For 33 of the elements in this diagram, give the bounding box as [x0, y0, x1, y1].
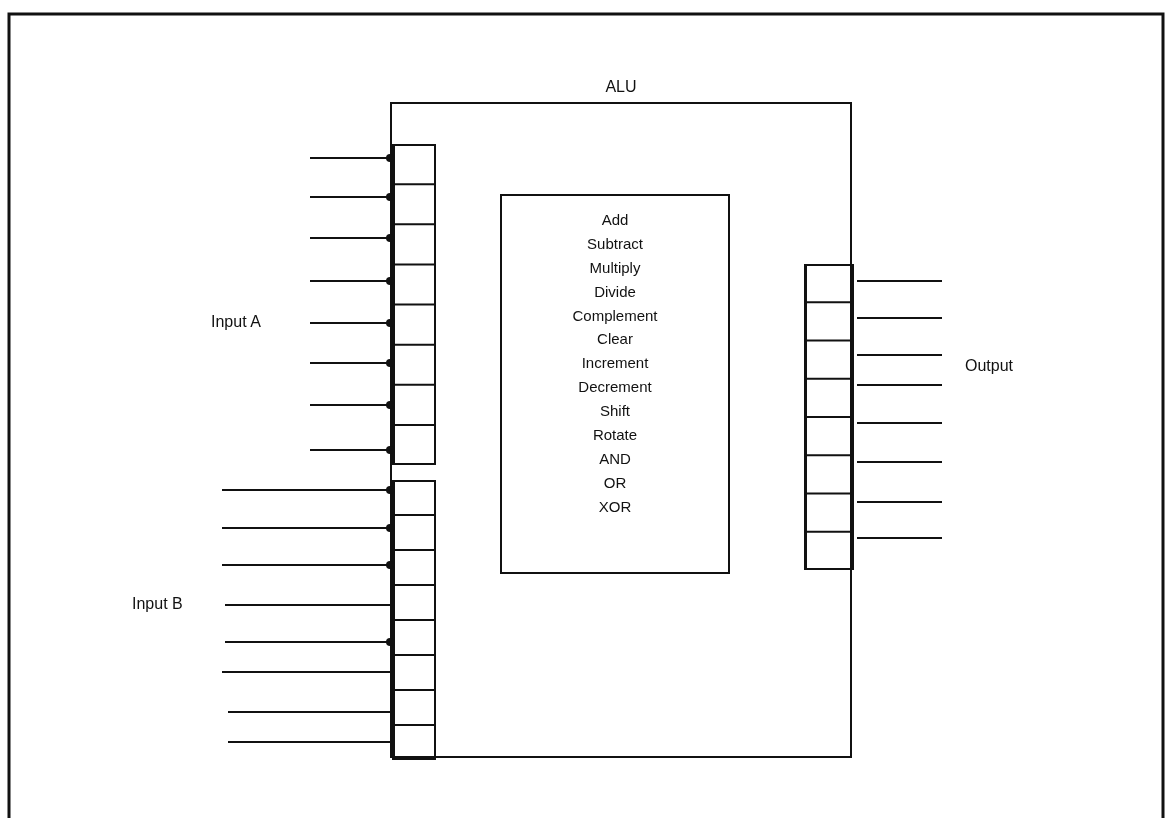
input-line [221, 671, 391, 673]
operation-label: Increment [581, 353, 649, 373]
output-line [856, 317, 943, 319]
output-line [856, 422, 943, 424]
register-box [804, 264, 854, 570]
output-line [856, 280, 943, 282]
operation-label: XOR [598, 496, 632, 516]
bus-label: Input A [211, 313, 261, 331]
bus-label: Input B [132, 595, 183, 613]
output-line [856, 384, 943, 386]
operations-box [500, 194, 730, 574]
operation-label: Complement [572, 305, 658, 325]
bus-label: Output [965, 357, 1014, 375]
input-line [227, 711, 391, 713]
operation-label: AND [599, 448, 631, 468]
output-line [856, 354, 943, 356]
input-line [227, 741, 391, 743]
operation-label: Rotate [592, 425, 638, 444]
output-line [856, 501, 943, 503]
operation-label: Multiply [589, 257, 641, 277]
operation-label: Subtract [587, 233, 643, 253]
operation-label: Decrement [578, 377, 652, 397]
output-line [856, 537, 943, 539]
operation-label: Divide [594, 281, 636, 301]
register-box [392, 480, 436, 760]
register-box [392, 144, 436, 465]
alu-title: ALU [605, 78, 637, 96]
operation-label: Add [601, 210, 629, 229]
operation-label: Shift [600, 401, 630, 421]
input-line [224, 604, 391, 606]
operation-label: Clear [597, 329, 633, 349]
output-line [856, 461, 943, 463]
operation-label: OR [603, 472, 627, 492]
